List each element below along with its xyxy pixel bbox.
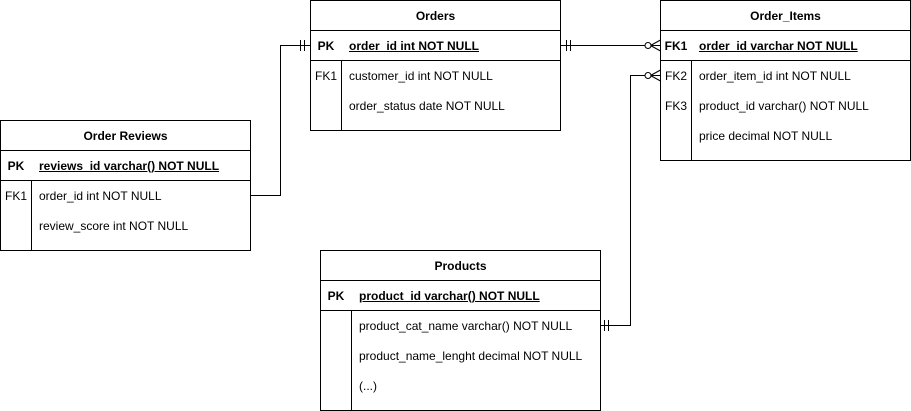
crowfoot-mark (650, 69, 661, 76)
key-label: FK3 (664, 99, 687, 113)
cardinality-zero-mark (644, 72, 652, 79)
key-column-divider (31, 181, 32, 250)
primary-key-row[interactable]: FK1 order_id varchar NOT NULL (661, 31, 910, 61)
entity-order-reviews[interactable]: Order Reviews PK reviews_id varchar() NO… (0, 120, 251, 251)
key-column-divider (351, 311, 352, 410)
key-column-divider (691, 61, 692, 160)
entity-orders[interactable]: Orders PK order_id int NOT NULL FK1 cust… (310, 0, 561, 131)
field-label[interactable]: price decimal NOT NULL (699, 129, 833, 143)
primary-key-row[interactable]: PK reviews_id varchar() NOT NULL (1, 151, 250, 181)
field-label: order_id int NOT NULL (349, 39, 479, 53)
crowfoot-mark (650, 45, 661, 52)
cardinality-zero-mark (644, 42, 652, 49)
field-label[interactable]: product_id varchar() NOT NULL (699, 99, 869, 113)
entity-products[interactable]: Products PK product_id varchar() NOT NUL… (320, 250, 601, 411)
field-label[interactable]: review_score int NOT NULL (39, 219, 189, 233)
field-label[interactable]: customer_id int NOT NULL (349, 69, 493, 83)
field-label[interactable]: product_name_lenght decimal NOT NULL (359, 349, 583, 363)
field-label[interactable]: order_id int NOT NULL (39, 189, 162, 203)
field-label[interactable]: (...) (359, 379, 377, 393)
entity-title: Order_Items (661, 1, 910, 31)
primary-key-row[interactable]: PK product_id varchar() NOT NULL (321, 281, 600, 311)
field-label[interactable]: order_status date NOT NULL (349, 99, 505, 113)
key-label: FK1 (4, 189, 27, 203)
entity-order-items[interactable]: Order_Items FK1 order_id varchar NOT NUL… (660, 0, 911, 161)
key-label: FK2 (664, 69, 687, 83)
field-label[interactable]: product_cat_name varchar() NOT NULL (359, 319, 573, 333)
connector-reviews-orders[interactable] (250, 45, 311, 196)
crowfoot-mark (650, 75, 661, 82)
key-column-divider (341, 61, 342, 130)
field-label: order_id varchar NOT NULL (699, 39, 858, 53)
key-label: PK (7, 159, 25, 173)
key-label: PK (317, 39, 335, 53)
key-label: PK (327, 289, 345, 303)
primary-key-row[interactable]: PK order_id int NOT NULL (311, 31, 560, 61)
connector-products-order-items[interactable] (600, 75, 661, 326)
entity-title: Order Reviews (1, 121, 250, 151)
key-label: FK1 (314, 69, 337, 83)
crowfoot-mark (650, 39, 661, 46)
field-label: reviews_id varchar() NOT NULL (39, 159, 220, 173)
field-label[interactable]: order_item_id int NOT NULL (699, 69, 851, 83)
key-label: FK1 (664, 39, 688, 53)
entity-title: Orders (311, 1, 560, 31)
entity-title: Products (321, 251, 600, 281)
field-label: product_id varchar() NOT NULL (359, 289, 540, 303)
